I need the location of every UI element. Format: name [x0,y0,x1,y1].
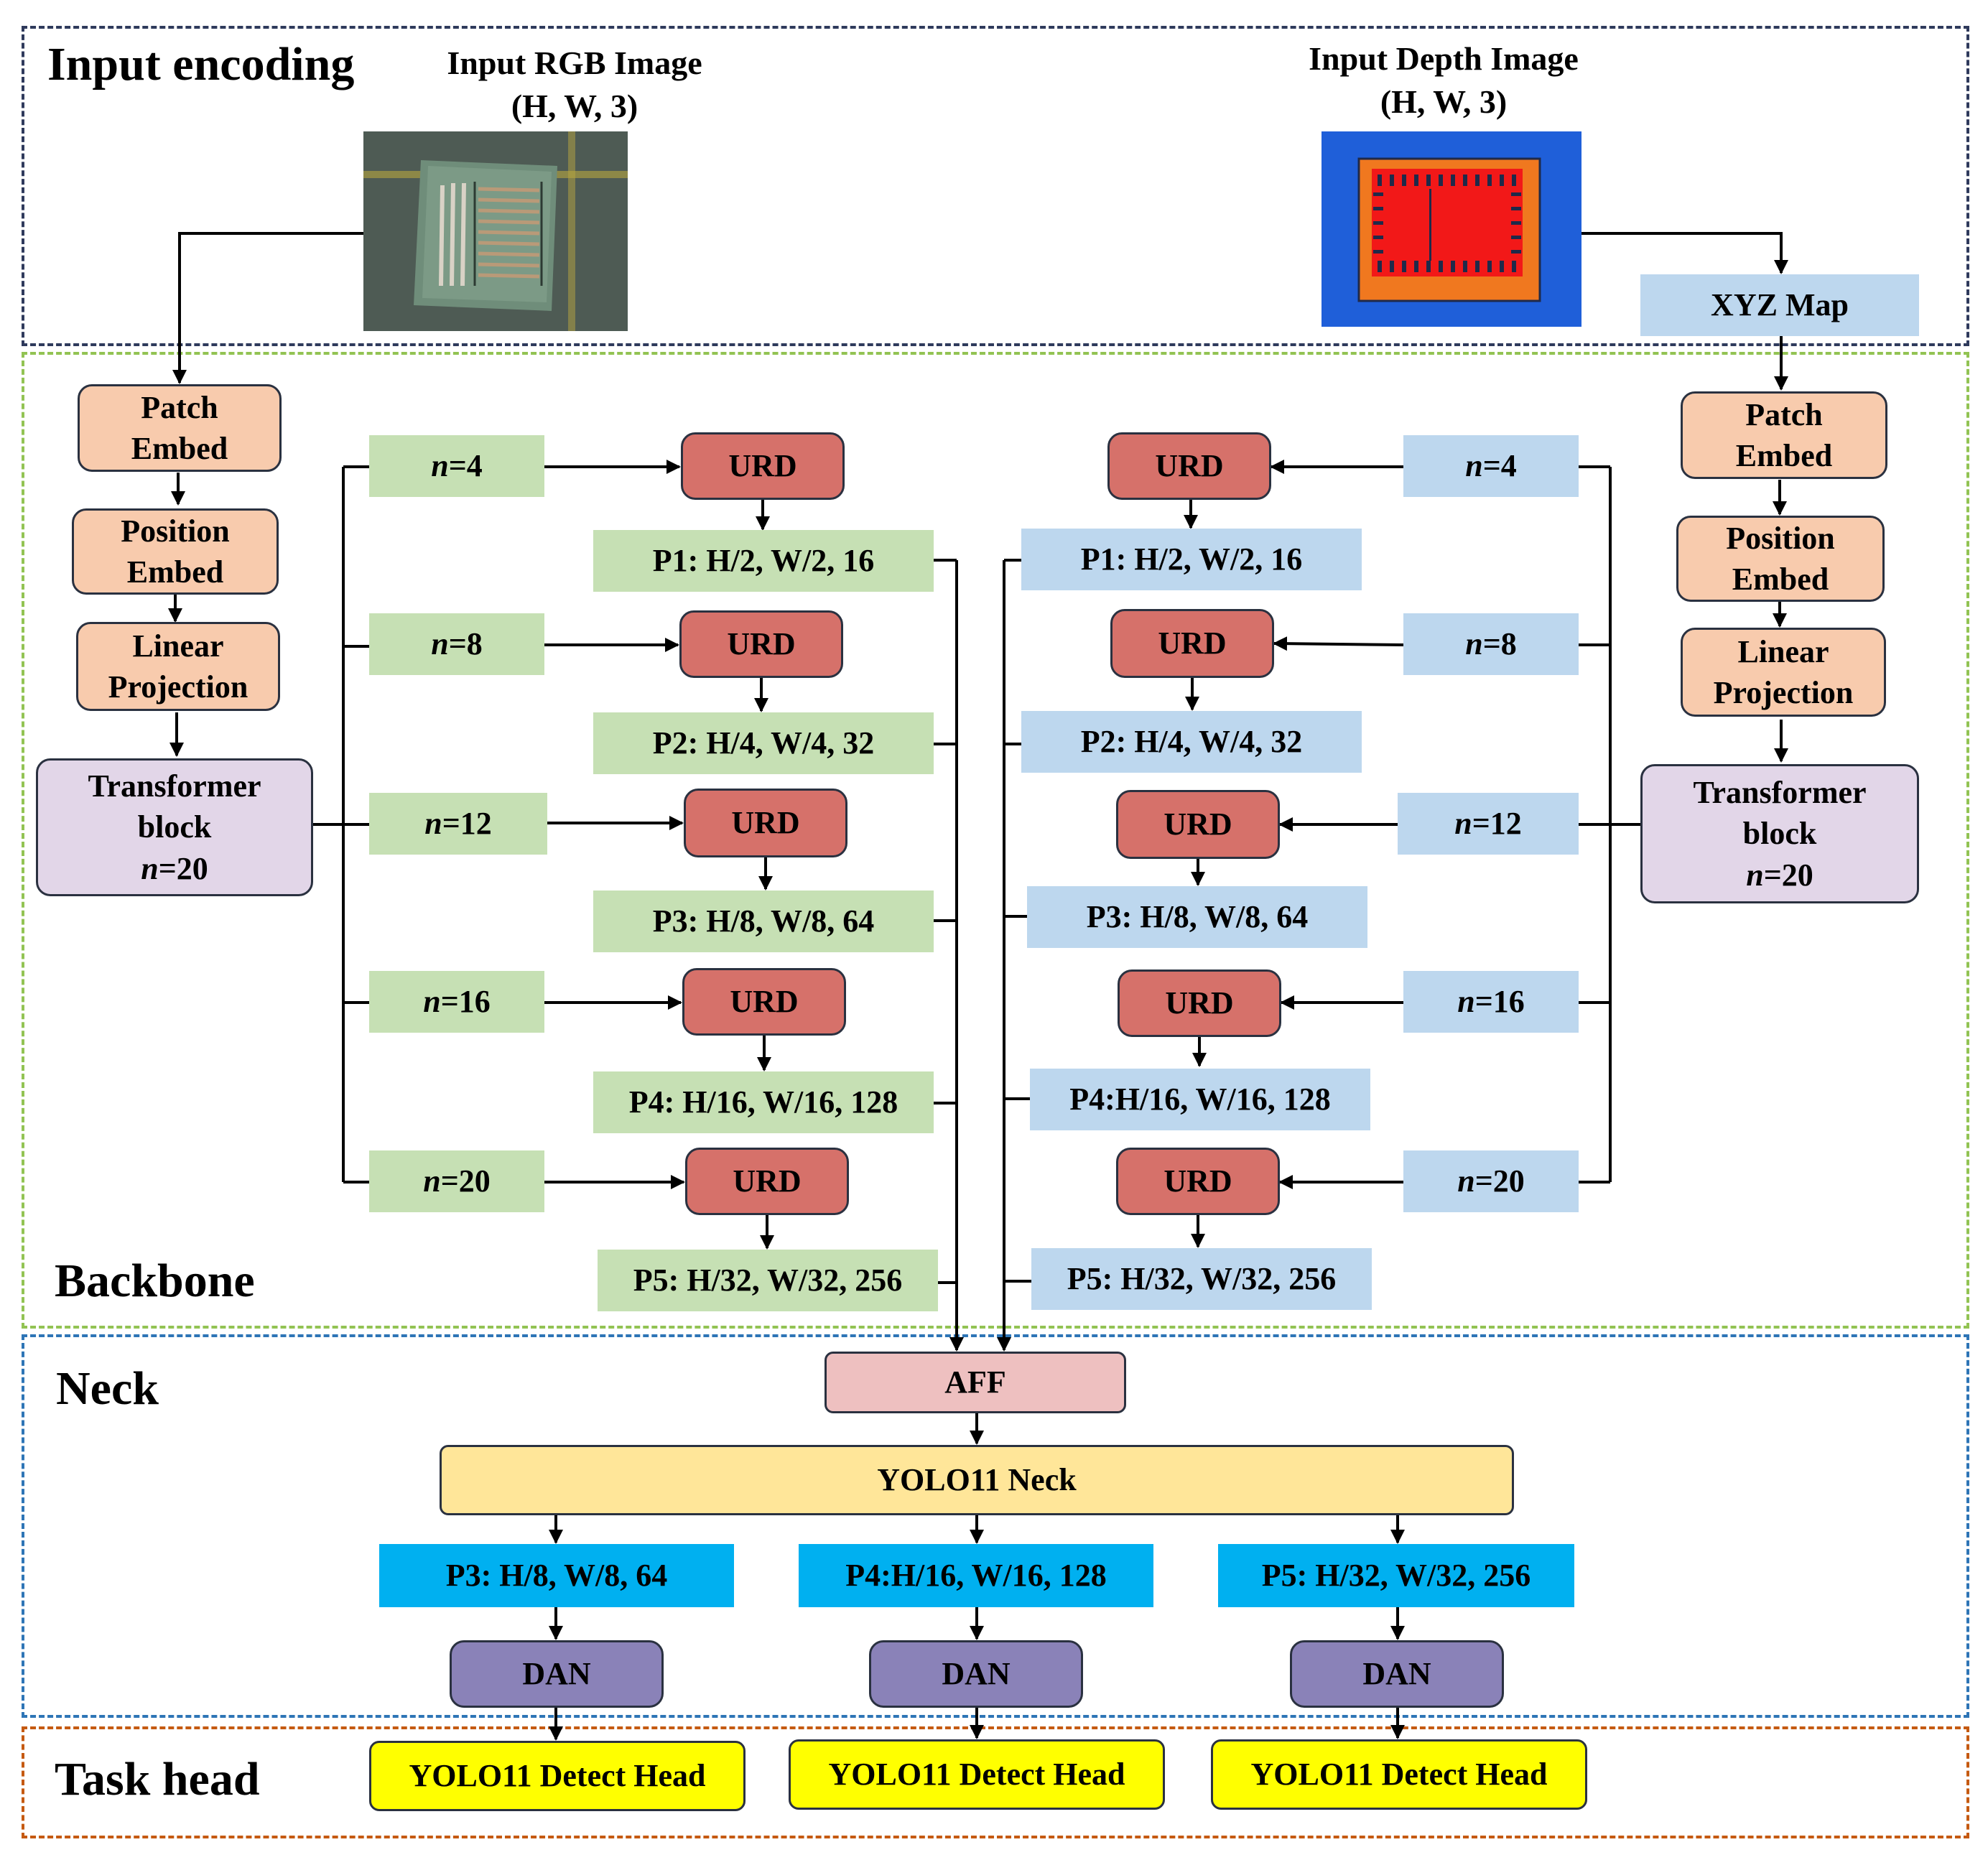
backbone-title: Backbone [55,1255,255,1307]
neck-title: Neck [56,1362,159,1415]
task-head-section [22,1726,1969,1838]
depth-urd-4: URD [1118,969,1281,1037]
rgb-urd-3: URD [684,789,847,857]
rgb-urd-5: URD [685,1148,849,1215]
yolo11-neck-box: YOLO11 Neck [440,1445,1514,1515]
depth-feature-p4: P4:H/16, W/16, 128 [1030,1069,1370,1130]
neck-output-p3: P3: H/8, W/8, 64 [379,1544,734,1607]
rgb-tap-n12: n=12 [369,793,547,855]
input-encoding-section [22,26,1969,346]
rgb-feature-p3: P3: H/8, W/8, 64 [593,891,934,952]
depth-feature-p1: P1: H/2, W/2, 16 [1021,529,1362,590]
detect-head-1: YOLO11 Detect Head [369,1741,746,1811]
dan-module-2: DAN [869,1640,1083,1708]
depth-feature-p5: P5: H/32, W/32, 256 [1031,1248,1372,1310]
depth-feature-p3: P3: H/8, W/8, 64 [1027,886,1367,948]
rgb-image-title: Input RGB Image(H, W, 3) [447,45,702,124]
depth-tap-n8: n=8 [1403,613,1579,675]
neck-section [22,1334,1969,1718]
rgb-tap-n16: n=16 [369,971,544,1033]
aff-fusion-box: AFF [825,1352,1126,1413]
rgb-feature-p5: P5: H/32, W/32, 256 [598,1250,938,1311]
input-encoding-title: Input encoding [47,38,355,90]
detect-head-2: YOLO11 Detect Head [789,1739,1165,1810]
depth-urd-3: URD [1116,790,1280,859]
depth-feature-p2: P2: H/4, W/4, 32 [1021,711,1362,773]
depth-urd-5: URD [1116,1148,1280,1215]
rgb-feature-p1: P1: H/2, W/2, 16 [593,530,934,592]
depth-image-title: Input Depth Image(H, W, 3) [1309,40,1579,120]
rgb-tap-n8: n=8 [369,613,544,675]
neck-output-p5: P5: H/32, W/32, 256 [1218,1544,1574,1607]
neck-output-p4: P4:H/16, W/16, 128 [799,1544,1153,1607]
task-head-title: Task head [55,1753,260,1805]
depth-tap-n20: n=20 [1403,1150,1579,1212]
rgb-tap-n4: n=4 [369,435,544,497]
rgb-feature-p4: P4: H/16, W/16, 128 [593,1071,934,1133]
rgb-input-image [363,131,628,331]
depth-input-image [1322,131,1581,327]
depth-tap-n4: n=4 [1403,435,1579,497]
rgb-urd-1: URD [681,432,845,500]
depth-tap-n16: n=16 [1403,971,1579,1033]
rgb-urd-4: URD [682,968,846,1036]
depth-tap-n12: n=12 [1398,793,1579,855]
rgb-feature-p2: P2: H/4, W/4, 32 [593,712,934,774]
backbone-section [22,352,1969,1329]
depth-urd-2: URD [1110,609,1274,678]
rgb-urd-2: URD [679,610,843,678]
depth-urd-1: URD [1107,432,1271,500]
detect-head-3: YOLO11 Detect Head [1211,1739,1587,1810]
rgb-tap-n20: n=20 [369,1150,544,1212]
dan-module-3: DAN [1290,1640,1504,1708]
xyz-map-box: XYZ Map [1640,274,1919,336]
dan-module-1: DAN [450,1640,664,1708]
